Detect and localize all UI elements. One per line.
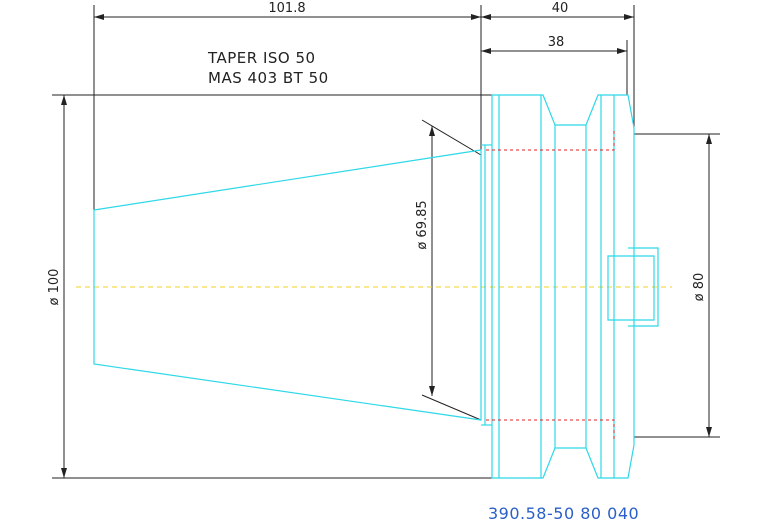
dim-label-38: 38 — [548, 35, 565, 50]
dimension-length-overall: 101.8 — [93, 1, 482, 210]
dim-label-101-8: 101.8 — [268, 1, 305, 16]
taper-note-line2: MAS 403 BT 50 — [208, 69, 329, 87]
flange-body — [491, 94, 635, 479]
hidden-bore-lines — [486, 130, 615, 440]
dim-label-40: 40 — [552, 1, 569, 16]
part-number: 390.58-50 80 040 — [488, 504, 639, 523]
taper-cone — [93, 149, 482, 421]
drive-key — [607, 255, 655, 321]
dimension-diameter-taper: ø 69.85 — [415, 119, 482, 421]
drive-slot — [634, 247, 659, 327]
taper-note-line1: TAPER ISO 50 — [207, 49, 316, 67]
dimension-flange-inner: 38 — [481, 35, 628, 95]
dim-label-dia-69-85: ø 69.85 — [415, 200, 430, 249]
dimension-flange-width: 40 — [481, 1, 635, 130]
dim-label-dia-80: ø 80 — [692, 273, 707, 302]
tool-holder-outline — [93, 94, 659, 479]
dim-label-dia-100: ø 100 — [47, 269, 62, 306]
dimension-diameter-shank: ø 80 — [634, 133, 720, 438]
dimension-diameter-flange: ø 100 — [47, 94, 492, 479]
